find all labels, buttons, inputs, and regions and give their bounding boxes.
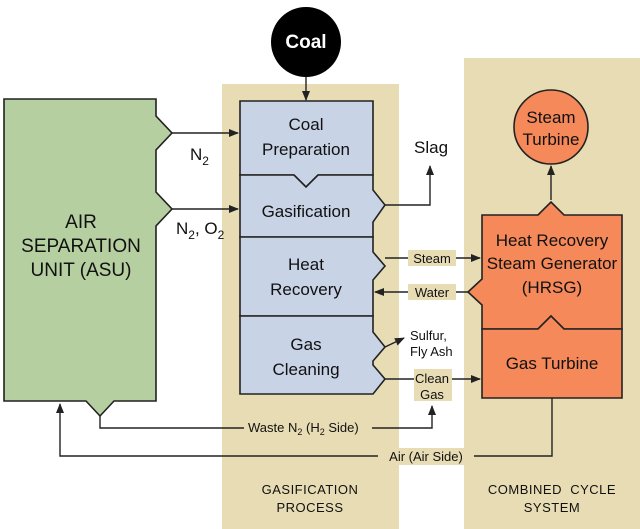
gasification-label: Gasification <box>262 202 351 221</box>
combined-cycle-caption-line2: SYSTEM <box>524 500 580 515</box>
coal-label: Coal <box>285 32 326 53</box>
hrsg-label-line2: Steam Generator <box>487 254 618 273</box>
asu-label-line1: AIR <box>65 212 97 233</box>
sulfur-label-line2: Fly Ash <box>410 344 453 359</box>
slag-label: Slag <box>414 138 448 157</box>
waste-n2-label: Waste N2 (H2 Side) <box>248 420 359 437</box>
asu-label-line2: SEPARATION <box>21 236 141 257</box>
gas-cleaning-box[interactable] <box>239 315 387 395</box>
heat-recovery-label-line2: Recovery <box>270 280 342 299</box>
gasification-caption-line1: GASIFICATION <box>262 482 359 497</box>
air-arrow <box>56 398 553 457</box>
water-label: Water <box>415 285 450 300</box>
coal-circle[interactable] <box>271 7 341 77</box>
sulfur-label-line1: Sulfur, <box>410 328 447 343</box>
clean-gas-label-line1: Clean <box>415 371 449 386</box>
steam-turbine-circle[interactable] <box>513 89 589 165</box>
asu-label-line3: UNIT (ASU) <box>31 260 132 281</box>
steam-turbine-label-line2: Turbine <box>522 130 579 149</box>
gasification-caption-line2: PROCESS <box>276 500 343 515</box>
sulfur-arrow <box>384 337 405 348</box>
n2-o2-label: N2, O2 <box>176 219 225 242</box>
heat-recovery-box[interactable] <box>239 236 387 317</box>
steam-turbine-label-line1: Steam <box>526 108 575 127</box>
asu-box[interactable] <box>3 98 174 418</box>
coal-prep-label-line1: Coal <box>289 115 324 134</box>
coal-prep-label-line2: Preparation <box>262 140 350 159</box>
hrsg-label-line1: Heat Recovery <box>496 231 609 250</box>
air-label: Air (Air Side) <box>389 449 463 464</box>
gas-turbine-label: Gas Turbine <box>506 354 599 373</box>
gas-cleaning-label-line2: Cleaning <box>272 360 339 379</box>
steam-label: Steam <box>413 251 451 266</box>
n2-label: N2 <box>190 145 209 168</box>
slag-arrow <box>385 165 434 206</box>
gas-cleaning-label-line1: Gas <box>290 335 321 354</box>
clean-gas-label-line2: Gas <box>420 387 444 402</box>
hrsg-label-line3: (HRSG) <box>522 278 582 297</box>
combined-cycle-caption-line1: COMBINED CYCLE <box>488 482 616 497</box>
heat-recovery-label-line1: Heat <box>288 255 324 274</box>
gas-turbine-box[interactable] <box>481 314 623 399</box>
